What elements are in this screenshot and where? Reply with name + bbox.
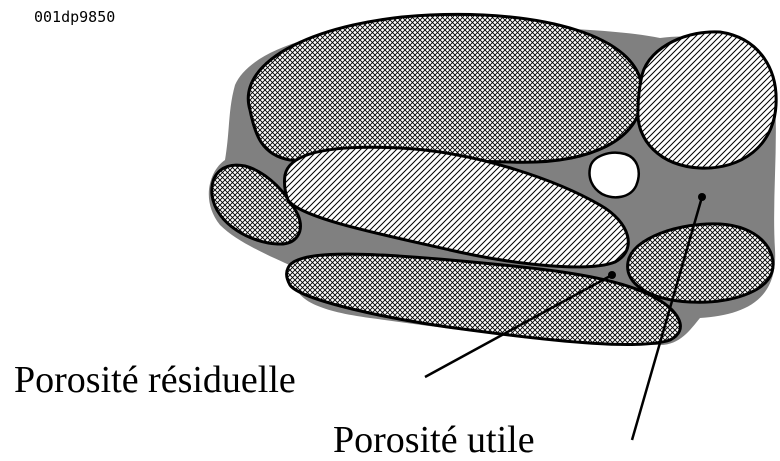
- label-residual-porosity: Porosité résiduelle: [14, 359, 296, 401]
- open-pore: [590, 153, 639, 198]
- grain-large-top: [248, 14, 642, 162]
- label-useful-porosity: Porosité utile: [333, 419, 535, 461]
- figure-code: 001dp9850: [34, 8, 115, 26]
- grain-round-right: [638, 32, 776, 168]
